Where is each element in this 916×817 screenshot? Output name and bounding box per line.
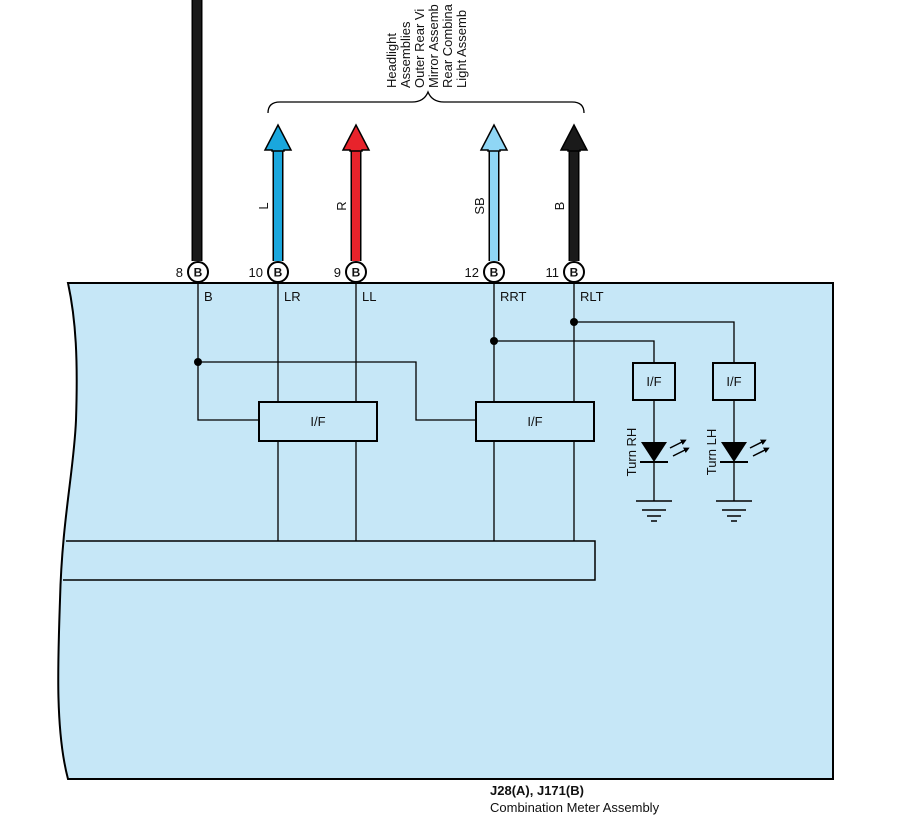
pin-number-10: 10 [249,265,263,280]
terminal-pin11: B 11 [546,261,585,283]
terminal-pin12: B 12 [465,261,505,283]
svg-text:B: B [274,266,283,280]
wire-pin12-SB [479,123,509,261]
indicator-label-rh: Turn RH [624,428,639,477]
internal-label-RLT: RLT [580,289,604,304]
destination-line-1: Headlight [384,33,399,88]
destination-labels: Headlight Assemblies Outer Rear Vi Mirro… [384,3,469,88]
component-panel [57,282,834,780]
svg-text:I/F: I/F [310,414,325,429]
svg-text:B: B [194,266,203,280]
ground-lh-icon [716,500,752,522]
component-connectors: J28(A), J171(B) [490,783,584,798]
wire-color-B: B [552,202,567,211]
terminal-pin10: B 10 [249,261,289,283]
internal-label-RRT: RRT [500,289,527,304]
junction-dot [194,358,202,366]
indicator-label-lh: Turn LH [704,429,719,475]
destination-line-3: Outer Rear Vi [412,9,427,88]
destination-line-6: Light Assemb [454,10,469,88]
interface-block-right: I/F [475,401,595,442]
svg-text:B: B [352,266,361,280]
wire-color-R: R [334,201,349,210]
wire-pin10-L [263,123,293,261]
destination-line-5: Rear Combina [440,3,455,88]
wire-color-L: L [256,202,271,209]
component-name: Combination Meter Assembly [490,800,660,815]
wire-pin9-R [341,123,371,261]
connector-terminals: B 8 B 10 B 9 B 12 B 11 [176,261,585,283]
svg-text:B: B [490,266,499,280]
pin-number-8: 8 [176,265,183,280]
pin-number-11: 11 [546,265,560,280]
wire-pin11-B [559,123,589,261]
ground-rh-icon [636,500,672,522]
destination-brace [267,90,585,114]
pin-number-12: 12 [465,265,479,280]
internal-label-LL: LL [362,289,376,304]
interface-block-turn-rh: I/F [632,362,676,401]
internal-label-B: B [204,289,213,304]
wire-color-SB: SB [472,197,487,214]
svg-text:I/F: I/F [527,414,542,429]
svg-text:I/F: I/F [646,374,661,389]
led-turn-lh-icon [720,439,770,463]
destination-line-4: Mirror Assemb [426,4,441,88]
internal-label-LR: LR [284,289,301,304]
svg-text:I/F: I/F [726,374,741,389]
junction-dot [570,318,578,326]
terminal-pin9: B 9 [334,261,367,283]
internal-wiring [197,282,735,541]
terminal-pin8: B 8 [176,261,209,283]
svg-text:B: B [570,266,579,280]
interface-block-turn-lh: I/F [712,362,756,401]
led-turn-rh-icon [640,439,690,463]
external-wires [191,0,589,261]
destination-line-2: Assemblies [398,21,413,88]
internal-bus [63,540,596,581]
interface-block-left: I/F [258,401,378,442]
junction-dot [490,337,498,345]
pin-number-9: 9 [334,265,341,280]
